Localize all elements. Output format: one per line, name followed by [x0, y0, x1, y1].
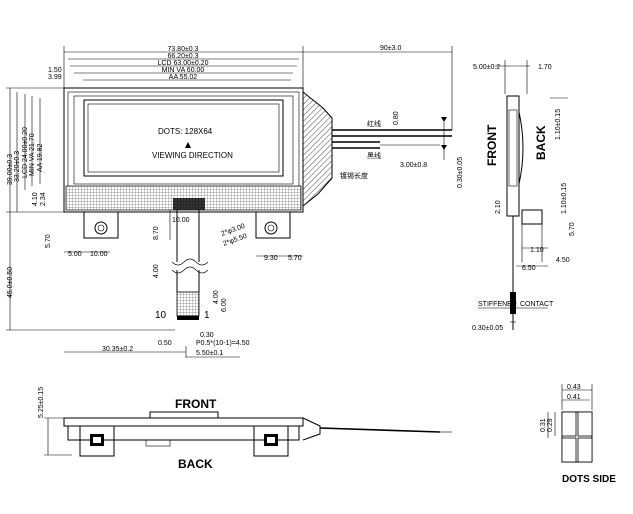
dim-aa-height: AA 19.82 [37, 143, 44, 172]
dim-10-00-center: 10.00 [172, 217, 190, 224]
side-dim-2-10: 2.10 [495, 200, 502, 214]
dim-module-width: 66.20±0.3 [167, 53, 198, 60]
side-dim-6-50: 6.50 [522, 265, 536, 272]
bottom-frame [67, 425, 300, 441]
bottom-view: FRONT BACK 5.25±0.15 [38, 387, 452, 471]
dot-bottom-left [561, 437, 577, 463]
side-back-label: BACK [534, 125, 548, 160]
side-lcd-glass [508, 109, 518, 187]
dim-outline-width: 73.80±0.3 [167, 46, 198, 53]
side-dim-4-50: 4.50 [556, 257, 570, 264]
pin-10-label: 10 [155, 310, 167, 321]
dim-10-00-left: 10.00 [90, 251, 108, 258]
side-front-label: FRONT [485, 124, 499, 166]
side-dim-1-70: 1.70 [538, 64, 552, 71]
wire-label-tin: 镀锡长度 [340, 171, 368, 180]
dim-4-00-fpc: 4.00 [153, 264, 160, 278]
dim-pitch: P0.5*(10-1)=4.50 [196, 340, 250, 347]
dim-5-70-left: 5.70 [45, 234, 52, 248]
wire-label-red: 红线 [367, 119, 381, 128]
side-dim-1-10-top: 1.10±0.15 [555, 109, 562, 140]
mounting-tab-right [255, 211, 291, 239]
active-area [83, 99, 284, 177]
dim-4-10: 4.10 [32, 192, 39, 206]
view-area [87, 103, 280, 173]
bottom-connector [145, 439, 171, 447]
dim-va-height: MIN VA 21.70 [29, 133, 36, 176]
dots-dim-0-29: 0.29 [547, 418, 554, 432]
lower-dimension-lines [64, 251, 303, 358]
dim-lcd-height: LCD 24.00±0.20 [22, 127, 29, 178]
bottom-tab-left [79, 425, 115, 457]
dim-1-50: 1.50 [48, 67, 62, 74]
bottom-wire [319, 427, 441, 433]
dim-cable-length: 90±3.0 [380, 45, 401, 52]
dim-0-30-pin: 0.30 [200, 332, 214, 339]
fpc-tail [169, 198, 209, 320]
side-view: 5.00±0.2 1.70 FRONT BACK 1.10±0.15 2.10 … [472, 60, 576, 332]
dim-2-34: 2.34 [40, 192, 47, 206]
bottom-front-label: FRONT [175, 397, 217, 411]
bottom-dim-5-25: 5.25±0.15 [38, 387, 45, 418]
dots-outline [561, 411, 593, 463]
side-dim-5-00: 5.00±0.2 [473, 64, 500, 71]
top-dimension-lines [63, 46, 453, 130]
left-dimension-lines [6, 87, 175, 331]
viewing-direction-label: VIEWING DIRECTION [152, 151, 233, 160]
dot-top-right [577, 411, 593, 437]
dim-8-70: 8.70 [153, 226, 160, 240]
backlight-flange [302, 90, 333, 208]
dim-0-50-pin: 0.50 [158, 340, 172, 347]
dots-dim-0-43: 0.43 [567, 384, 581, 391]
bottom-glass [63, 417, 304, 427]
dim-lcd-width: LCD 63.00±0.20 [158, 60, 209, 67]
side-backlight-curve [518, 111, 524, 185]
dim-5-70-right: 5.70 [288, 255, 302, 262]
dim-total-height: 45.0±0.50 [7, 267, 14, 298]
side-dim-5-70: 5.70 [569, 222, 576, 236]
pin-1-label: 1 [204, 310, 210, 321]
stiffener-label: STIFFENER [478, 301, 517, 308]
side-tab [521, 209, 543, 225]
dot-bottom-right [577, 437, 593, 463]
dim-3-99: 3.99 [48, 74, 62, 81]
side-dim-0-30: 0.30±0.05 [472, 325, 503, 332]
wire-label-black: 黑线 [367, 151, 381, 160]
dots-dim-0-41: 0.41 [567, 394, 581, 401]
dim-outline-height: 39.00±0.3 [7, 154, 14, 185]
stiffener-block [510, 292, 516, 314]
bottom-back-label: BACK [178, 457, 213, 471]
bottom-tab-right [253, 425, 289, 457]
dot-top-left [561, 411, 577, 437]
side-dim-1-10: 1.10 [530, 247, 544, 254]
front-view: 73.80±0.3 66.20±0.3 LCD 63.00±0.20 MIN V… [6, 45, 464, 358]
dim-0-30-right: 0.30±0.05 [457, 157, 464, 188]
contact-label: CONTACT [520, 301, 554, 308]
dots-side-view: 0.43 0.41 0.31 0.29 DOTS SIDE [540, 384, 616, 485]
dim-3-00: 3.00±0.8 [400, 162, 427, 169]
dim-aa-width: AA 55.02 [169, 74, 198, 81]
bottom-ic [149, 411, 219, 419]
dim-5-00-left: 5.00 [68, 251, 82, 258]
bottom-flange [302, 417, 321, 441]
dim-module-height: 33.20±0.3 [14, 151, 21, 182]
screen-dots-label: DOTS: 128X64 [158, 127, 213, 136]
dots-dim-0-31: 0.31 [540, 418, 547, 432]
dim-5-50: 5.50±0.1 [196, 350, 223, 357]
dim-30-35: 30.35±0.2 [102, 346, 133, 353]
side-dim-1-10-bot: 1.10±0.15 [561, 183, 568, 214]
viewing-direction-arrow-icon [185, 142, 191, 148]
dim-va-width: MIN VA 60.00 [162, 67, 205, 74]
dim-6-00: 6.00 [221, 298, 228, 312]
dim-9-30: 9.30 [264, 255, 278, 262]
dots-side-title: DOTS SIDE [562, 474, 616, 485]
lcd-glass [73, 95, 294, 185]
dim-4-00-tail: 4.00 [213, 290, 220, 304]
mounting-tab-left [83, 211, 119, 239]
backlight-wires [332, 117, 452, 160]
dim-0-80: 0.80 [393, 111, 400, 125]
